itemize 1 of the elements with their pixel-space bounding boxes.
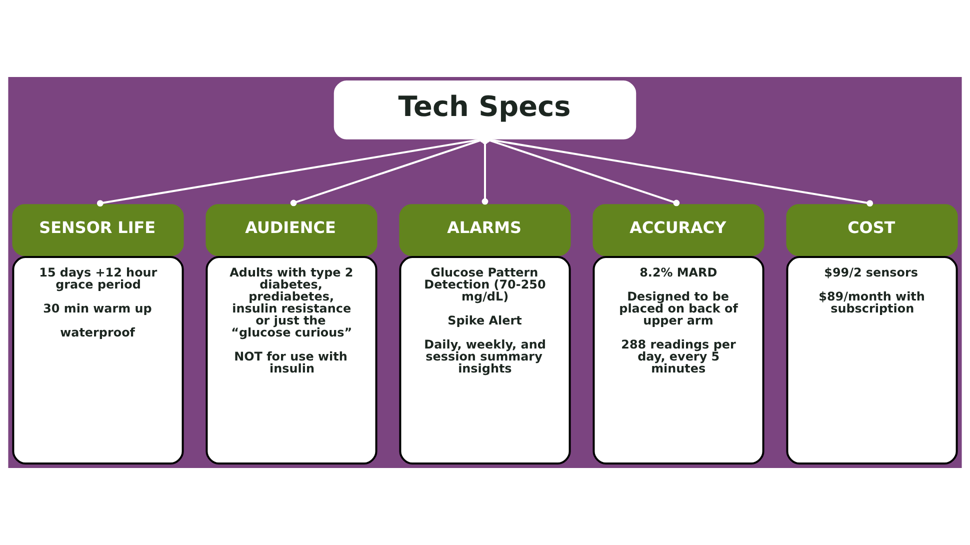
node-box: Tech Specs (334, 80, 636, 140)
